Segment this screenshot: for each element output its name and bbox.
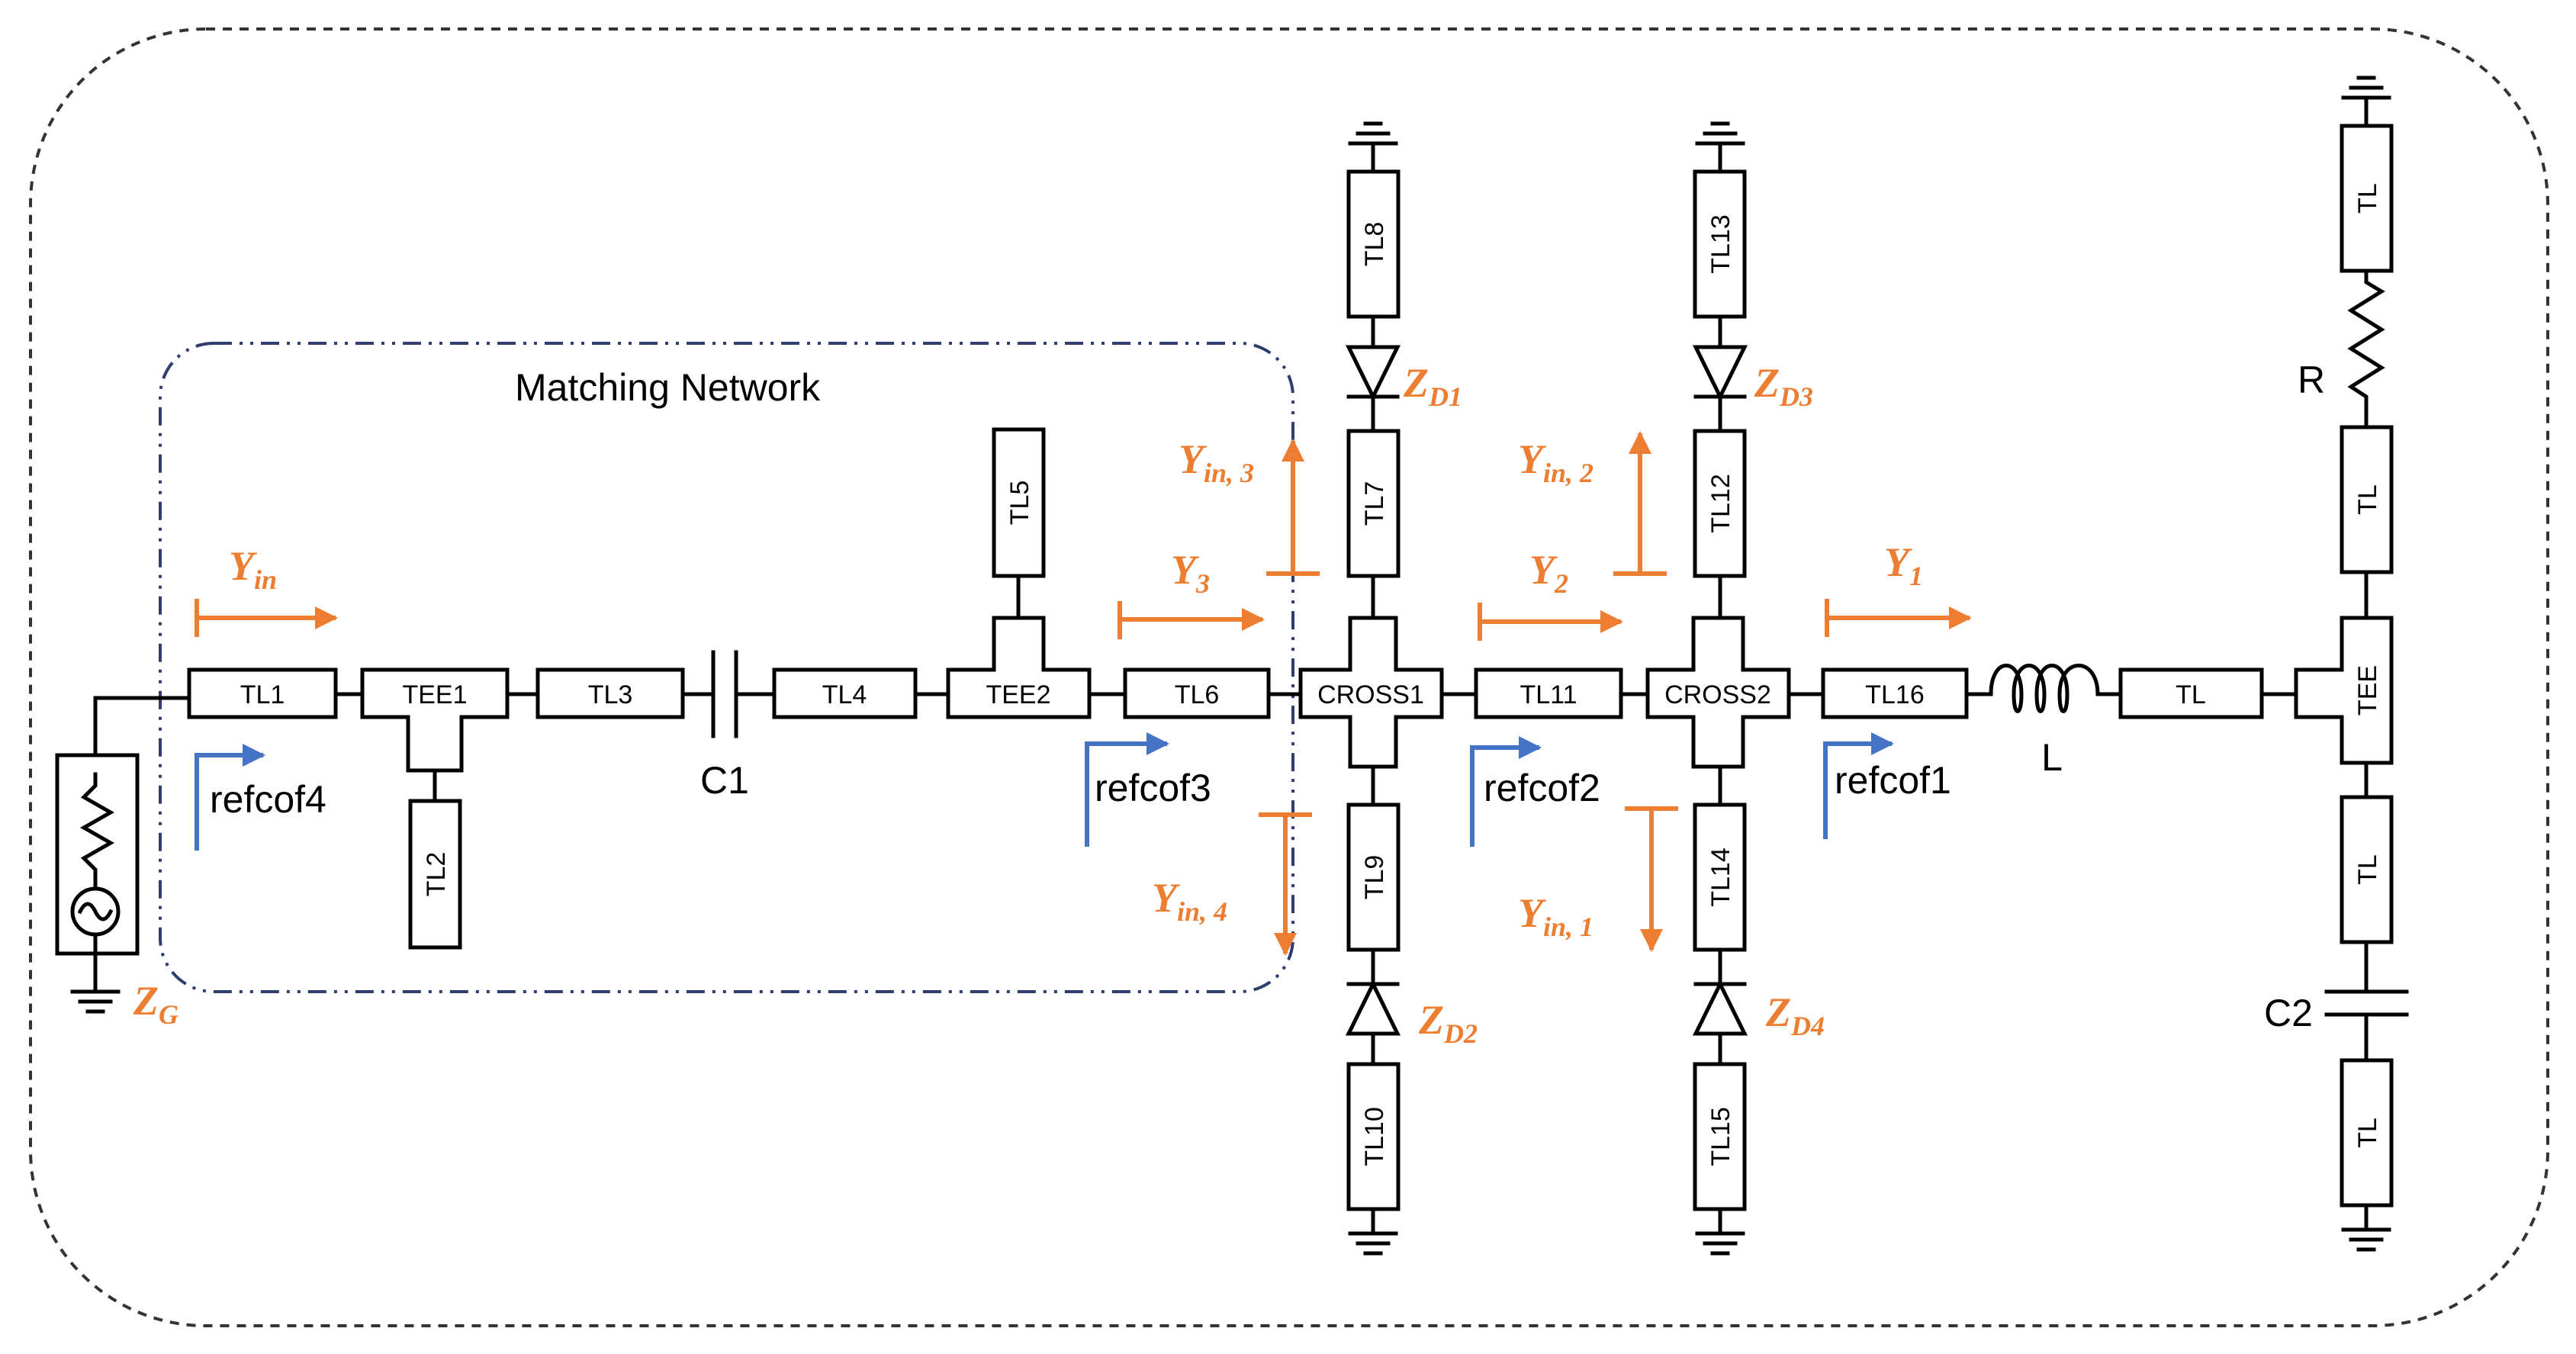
tl9-label: TL9 [1360, 855, 1389, 900]
tl8-block [1346, 169, 1401, 319]
tee2-block: TEE2 [946, 574, 1092, 719]
ground-tl13 [1695, 121, 1745, 146]
tl12-block [1693, 429, 1747, 578]
tl6-label: TL6 [1175, 680, 1220, 709]
tl2-label: TL2 [422, 852, 451, 897]
zd2-label: ZD2 [1418, 997, 1478, 1049]
tl10-label: TL10 [1360, 1107, 1389, 1166]
cross1-block: CROSS1 [1298, 616, 1444, 769]
zd1-label: ZD1 [1403, 360, 1462, 412]
refcof4-label: refcof4 [210, 778, 326, 821]
inductor-l: L [1989, 664, 2100, 779]
tl-right-1 [2340, 124, 2394, 273]
column2-down: TL14 TL15 [1692, 764, 1748, 1256]
tee1-label: TEE1 [402, 680, 467, 709]
tl12-label: TL12 [1706, 474, 1735, 533]
tl4-block [772, 667, 918, 719]
diode-d3 [1692, 345, 1748, 401]
tl14-label: TL14 [1706, 847, 1735, 907]
tl7-block [1346, 429, 1401, 578]
column1-up: TL7 TL8 [1345, 121, 1401, 620]
tl1-label: TL1 [240, 680, 285, 709]
tl6-block [1123, 667, 1271, 719]
tl-right-1-label: TL [2353, 183, 2382, 214]
c1-label: C1 [700, 759, 749, 802]
tee-right-block: TEE [2294, 616, 2394, 765]
cross1-label: CROSS1 [1317, 680, 1424, 709]
diode-d4 [1692, 979, 1748, 1036]
tl3-block [535, 667, 685, 719]
outer-frame [29, 27, 2549, 1327]
diode-d1 [1345, 345, 1401, 401]
tl-right-4-label: TL [2353, 1118, 2382, 1148]
c2-label: C2 [2264, 992, 2313, 1034]
right-column-down: TL C2 TL [2264, 761, 2409, 1252]
tl-block-horizontal [2118, 667, 2264, 719]
tl14-block [1693, 802, 1747, 952]
tl-right-2-label: TL [2353, 484, 2382, 515]
tl16-block [1821, 667, 1969, 719]
refcof2-label: refcof2 [1484, 767, 1600, 809]
r-label: R [2298, 359, 2325, 401]
capacitor-c2 [2324, 989, 2409, 1017]
tl-right-3-label: TL [2353, 854, 2382, 885]
yin-main-label: Yin [229, 543, 277, 595]
tl13-block [1693, 169, 1747, 319]
tl15-block [1693, 1062, 1747, 1211]
yin3-label: Yin, 3 [1179, 436, 1254, 488]
column1-down: TL9 TL10 [1345, 764, 1401, 1256]
zg-label: ZG [133, 978, 178, 1030]
matching-network-frame [159, 342, 1294, 993]
orange-arrows [195, 433, 1970, 954]
tl4-label: TL4 [822, 680, 867, 709]
tl3-label: TL3 [588, 680, 633, 709]
ground-tl10 [1348, 1231, 1398, 1256]
tl16-label: TL16 [1865, 680, 1925, 709]
y2-label: Y2 [1529, 547, 1568, 599]
tee1-block: TEE1 [360, 667, 510, 803]
tl-horizontal-label: TL [2176, 680, 2206, 709]
tl2-block [408, 799, 462, 950]
refcof3-label: refcof3 [1095, 767, 1211, 809]
tl11-label: TL11 [1520, 680, 1577, 709]
yin2-label: Yin, 2 [1518, 436, 1594, 488]
zd3-label: ZD3 [1754, 360, 1813, 412]
tl11-block [1474, 667, 1623, 719]
tl13-label: TL13 [1706, 214, 1735, 274]
diode-d2 [1345, 979, 1401, 1036]
matching-network-title: Matching Network [515, 366, 821, 409]
ground-tl8 [1348, 121, 1398, 146]
capacitor-c1: C1 [700, 650, 749, 802]
y1-label: Y1 [1884, 539, 1923, 591]
tl1-block [187, 667, 338, 719]
yin1-label: Yin, 1 [1518, 890, 1594, 942]
column2-up: TL12 TL13 [1692, 121, 1748, 620]
tl5-label: TL5 [1005, 481, 1034, 526]
cross2-label: CROSS2 [1664, 680, 1771, 709]
blue-arrows [195, 732, 1894, 851]
y3-label: Y3 [1171, 547, 1210, 599]
ground-right-top [2341, 76, 2391, 100]
tl8-label: TL8 [1360, 222, 1389, 267]
tee2-label: TEE2 [986, 680, 1050, 709]
zd4-label: ZD4 [1765, 989, 1825, 1041]
ground-tl15 [1695, 1231, 1745, 1256]
refcof1-label: refcof1 [1835, 759, 1951, 802]
tl7-label: TL7 [1360, 481, 1389, 526]
source-zg [55, 753, 140, 1014]
main-wires [93, 692, 2298, 777]
right-column-up: TL R TL [2298, 76, 2394, 620]
tee-right-label: TEE [2353, 665, 2382, 716]
cross2-block: CROSS2 [1645, 616, 1791, 769]
ground-right-bottom [2341, 1227, 2391, 1252]
tl5-block [992, 427, 1046, 578]
tl15-label: TL15 [1706, 1107, 1735, 1166]
l-label: L [2041, 736, 2063, 779]
yin4-label: Yin, 4 [1152, 875, 1227, 927]
